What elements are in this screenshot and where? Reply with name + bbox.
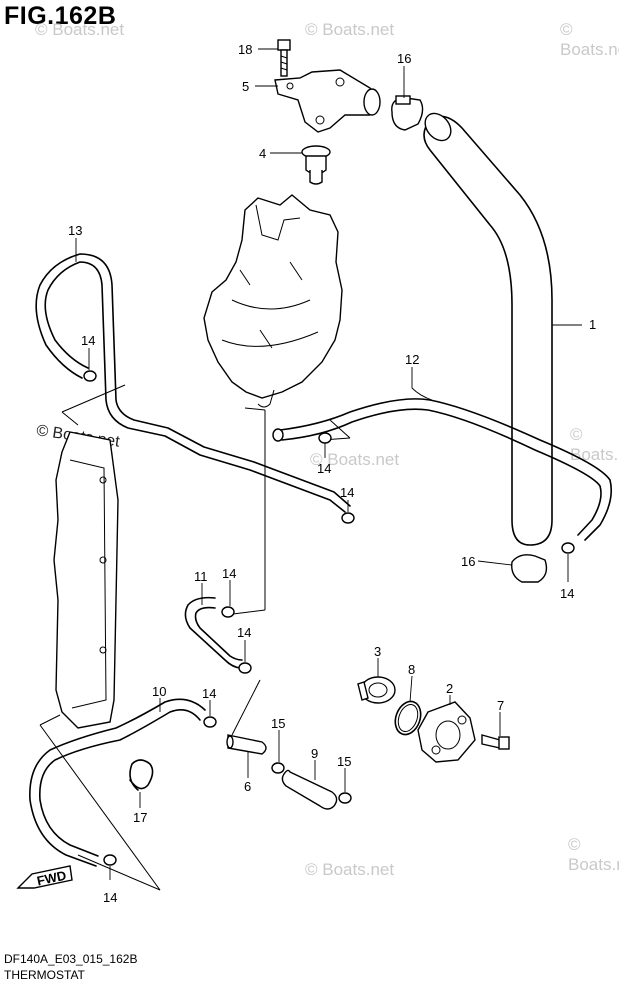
callout-13[interactable]: 13 [68, 223, 82, 238]
callout-14-c[interactable]: 14 [340, 485, 354, 500]
callout-9[interactable]: 9 [311, 746, 318, 761]
leader-lines [75, 48, 582, 880]
gasket-part-8[interactable] [391, 698, 425, 738]
callout-4[interactable]: 4 [259, 146, 266, 161]
watermark: © Boats.net [35, 20, 125, 39]
callout-5[interactable]: 5 [242, 79, 249, 94]
watermark: © Boats.net [568, 835, 619, 874]
bolt-part-18[interactable] [277, 39, 291, 77]
diagram-code: DF140A_E03_015_162B [4, 952, 138, 966]
callout-8[interactable]: 8 [408, 662, 415, 677]
callout-16-a[interactable]: 16 [397, 51, 411, 66]
fwd-label: FWD [36, 868, 68, 889]
hose-part-13[interactable] [35, 253, 351, 513]
clamp-part-16-top[interactable] [391, 95, 424, 131]
clamps-small[interactable] [83, 370, 575, 866]
hose-part-1[interactable] [420, 108, 553, 546]
callout-17[interactable]: 17 [133, 810, 147, 825]
callout-14-a[interactable]: 14 [81, 333, 95, 348]
watermark: © Boats.net [305, 20, 395, 39]
engine-block [203, 194, 343, 408]
cover-part-2[interactable] [417, 701, 476, 763]
bolt-part-7[interactable] [481, 734, 510, 750]
joint-part-6[interactable] [226, 734, 267, 755]
callouts: 1 2 3 4 5 6 7 8 9 10 11 12 13 14 14 14 1… [68, 42, 596, 905]
callout-6[interactable]: 6 [244, 779, 251, 794]
callout-7[interactable]: 7 [497, 698, 504, 713]
thermostat-cap-part-5[interactable] [274, 69, 381, 133]
hose-part-12[interactable] [272, 398, 613, 541]
callout-10[interactable]: 10 [152, 684, 166, 699]
callout-14-h[interactable]: 14 [103, 890, 117, 905]
callout-14-g[interactable]: 14 [202, 686, 216, 701]
callout-12[interactable]: 12 [405, 352, 419, 367]
callout-18[interactable]: 18 [238, 42, 252, 57]
callout-14-f[interactable]: 14 [237, 625, 251, 640]
diagram-caption: THERMOSTAT [4, 968, 85, 982]
callout-15-b[interactable]: 15 [337, 754, 351, 769]
callout-14-e[interactable]: 14 [222, 566, 236, 581]
radiator-plate [53, 431, 119, 729]
callout-16-b[interactable]: 16 [461, 554, 475, 569]
callout-2[interactable]: 2 [446, 681, 453, 696]
figure-title: FIG.162B [4, 2, 117, 30]
callout-15-a[interactable]: 15 [271, 716, 285, 731]
watermark: © Boats.net [560, 20, 619, 59]
clip-part-17[interactable] [129, 759, 154, 791]
callout-11[interactable]: 11 [194, 569, 208, 584]
callout-1[interactable]: 1 [589, 317, 596, 332]
callout-14-b[interactable]: 14 [317, 461, 331, 476]
thermostat-part-3[interactable] [357, 676, 396, 704]
fwd-arrow-icon: FWD [16, 865, 73, 889]
callout-3[interactable]: 3 [374, 644, 381, 659]
thermostat-part-4[interactable] [301, 145, 331, 185]
hose-part-11[interactable] [184, 596, 243, 669]
section-lines [39, 384, 351, 891]
hose-part-9[interactable] [281, 769, 338, 810]
hose-part-10[interactable] [29, 698, 206, 867]
watermark: © Boats.net [305, 860, 395, 879]
watermark: © Boats.net [310, 450, 400, 469]
callout-14-d[interactable]: 14 [560, 586, 574, 601]
